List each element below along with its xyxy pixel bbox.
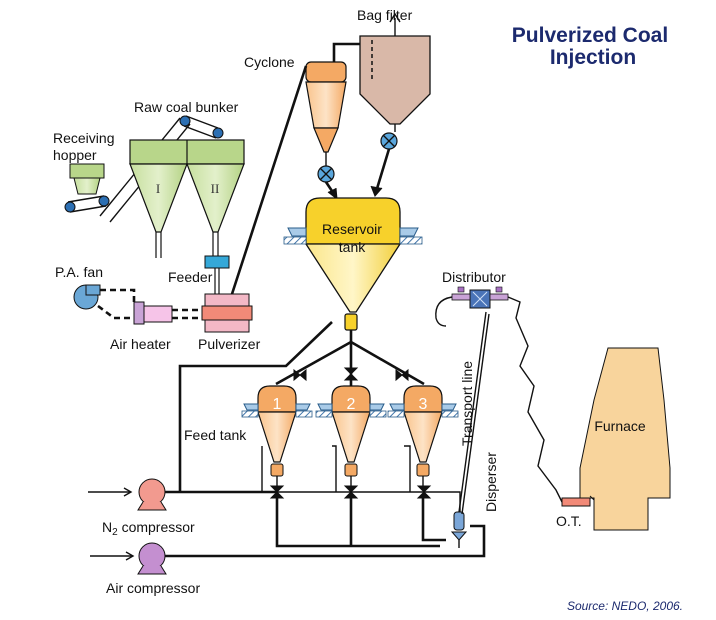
receiving-hopper [69,163,105,195]
n2-compressor-label-rest: compressor [118,519,195,535]
branch-valve-3-icon [395,368,409,382]
disperser-label: Disperser [483,452,499,512]
discharge-valve-1-icon [269,485,285,499]
bunker-compartment-1: I [156,181,160,196]
cyclone-label: Cyclone [244,54,295,70]
feeder-label: Feeder [168,269,213,285]
feed-tank-3 [387,385,459,477]
branch-valve-2-icon [343,367,359,381]
receiving-hopper-label-line1: Receiving [53,130,114,146]
cyclone-valve-icon [317,165,335,183]
reservoir-tank-label-line1: Reservoir [322,221,382,237]
feed-tank-3-number: 3 [419,396,428,413]
transport-line-label: Transport line [459,361,475,446]
feed-tank-2-number: 2 [347,396,356,413]
pa-fan-label: P.A. fan [55,264,103,280]
furnace [579,347,671,531]
air-heater-label: Air heater [110,336,171,352]
pulverizer [201,293,253,333]
feed-tank-1 [241,385,313,477]
diagram-title-line2: Injection [550,46,636,69]
discharge-valve-2-icon [343,485,359,499]
ot-tuyere [561,495,595,507]
cyclone [305,61,347,166]
bag-filter-label: Bag filter [357,7,413,23]
air-heater [133,301,173,325]
n2-compressor-label: N2 compressor [102,519,195,538]
raw-coal-bunker [129,139,245,258]
pa-fan [73,284,101,310]
furnace-label: Furnace [594,418,646,434]
distributor-label: Distributor [442,269,506,285]
feeder [204,255,230,269]
bag-filter-valve-icon [380,132,398,150]
feed-tank-2 [315,385,387,477]
raw-coal-bunker-label: Raw coal bunker [134,99,239,115]
air-compressor [137,542,167,575]
lower-conveyor [64,195,110,213]
n2-compressor-label-sub: 2 [112,527,118,538]
n2-compressor-label-main: N [102,519,112,535]
distributor [451,286,509,309]
feed-tank-1-number: 1 [273,396,282,413]
source-credit: Source: NEDO, 2006. [567,599,683,613]
bag-filter [359,12,431,132]
bunker-compartment-2: II [211,181,220,196]
reservoir-tank-label-line2: tank [339,239,366,255]
diagram-title-line1: Pulverized Coal [512,24,668,47]
feed-tank-label: Feed tank [184,427,247,443]
pulverizer-label: Pulverizer [198,336,261,352]
disperser [450,511,468,548]
receiving-hopper-label-line2: hopper [53,147,97,163]
branch-valve-1-icon [293,368,307,382]
air-compressor-label: Air compressor [106,580,200,596]
reservoir-tank [283,197,423,331]
ot-label: O.T. [556,513,582,529]
n2-compressor [137,478,167,511]
